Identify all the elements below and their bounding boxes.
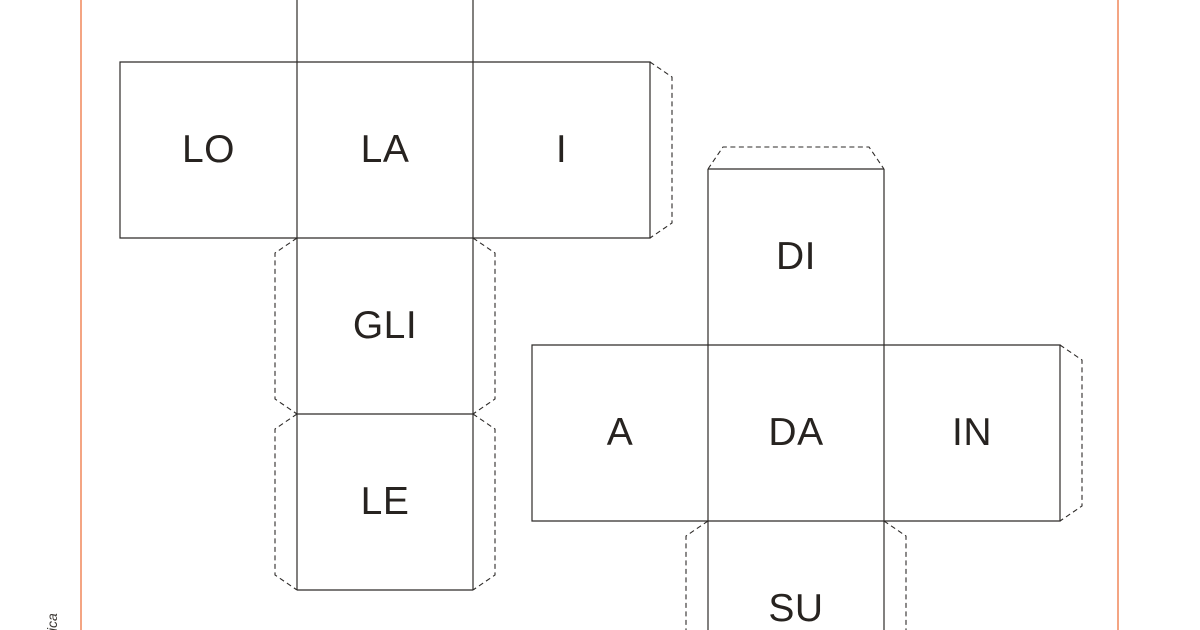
flap-right-of-in [1059, 344, 1083, 522]
cube-face-label-lo: LO [181, 128, 236, 171]
cube-face-label-su: SU [768, 587, 824, 630]
cube-face-label-gli: GLI [352, 304, 418, 347]
cube-face-label-a: A [606, 411, 634, 454]
right-margin-rule [1117, 0, 1119, 630]
cube-face-label-da: DA [768, 411, 824, 454]
cube-face-label-le: LE [360, 480, 410, 523]
prepositions-net-fold-flaps [685, 146, 1083, 630]
margin-caption-fragment: tica [44, 613, 60, 630]
flap-left-of-gli [274, 237, 298, 415]
articles-net-fold-flaps [274, 61, 673, 591]
cube-face-label-in: IN [952, 411, 992, 454]
flap-right-of-i [649, 61, 673, 239]
flap-right-of-gli [472, 237, 496, 415]
flap-right-of-su [883, 520, 907, 630]
flap-right-of-le [472, 413, 496, 591]
cube-face-label-i: I [555, 128, 568, 171]
left-margin-rule [80, 0, 82, 630]
flap-left-of-le [274, 413, 298, 591]
cube-face-label-la: LA [360, 128, 410, 171]
cube-face-label-di: DI [776, 235, 816, 278]
flap-above-di [707, 146, 885, 170]
flap-left-of-su [685, 520, 709, 630]
